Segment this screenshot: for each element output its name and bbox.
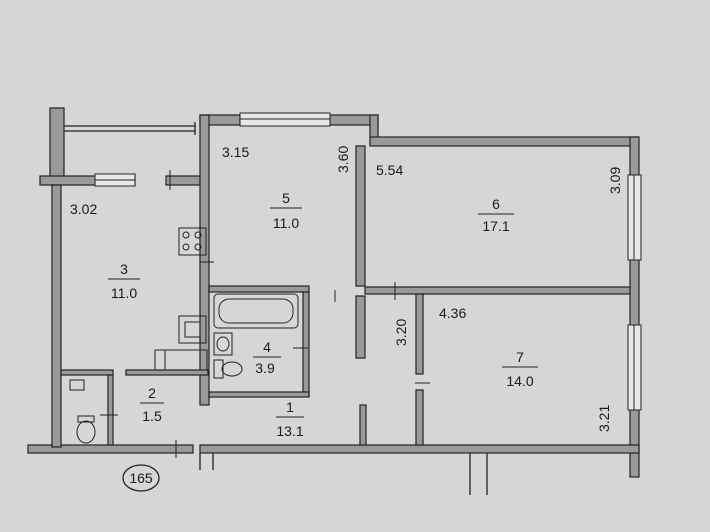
room-1-label: 1 13.1 [276, 399, 304, 439]
room-6-area: 17.1 [482, 218, 509, 234]
room-3-label: 3 11.0 [108, 261, 140, 301]
interior-walls [60, 145, 631, 446]
stove-icon [178, 227, 207, 256]
wc-toilet-icon [76, 420, 96, 444]
sink-icon [178, 315, 207, 344]
room-4-area: 3.9 [255, 360, 275, 376]
dim-room7-width: 4.36 [439, 305, 466, 321]
room-5-label: 5 11.0 [270, 190, 302, 231]
washbasin-icon [213, 332, 233, 356]
bathtub-icon [213, 293, 299, 329]
appliance-icon [154, 349, 208, 371]
room-1-area: 13.1 [276, 423, 303, 439]
dim-corridor-width: 3.20 [393, 319, 409, 346]
dim-room6-depth: 3.09 [607, 167, 623, 194]
room-5-area: 11.0 [273, 215, 299, 231]
dim-room7-depth: 3.21 [596, 405, 612, 432]
room-4-label: 4 3.9 [253, 339, 281, 376]
door-marks [100, 170, 430, 458]
room-3-number: 3 [120, 261, 128, 277]
dim-kitchen-width: 3.02 [70, 201, 97, 217]
dim-room6-width: 5.54 [376, 162, 403, 178]
toilet-icon [213, 359, 224, 379]
room-3-area: 11.0 [111, 285, 137, 301]
wc-tank-icon [69, 379, 85, 391]
plan-number: 165 [129, 470, 153, 486]
room-7-number: 7 [516, 349, 524, 365]
room-2-number: 2 [148, 385, 156, 401]
room-2-label: 2 1.5 [140, 385, 164, 424]
dim-room5-width: 3.15 [222, 144, 249, 160]
windows [94, 112, 642, 411]
room-4-number: 4 [263, 339, 271, 355]
room-5-number: 5 [282, 190, 290, 206]
dim-room5-depth: 3.60 [335, 146, 351, 173]
room-6-label: 6 17.1 [478, 196, 514, 234]
room-1-number: 1 [286, 399, 294, 415]
balcony [49, 107, 196, 181]
fixtures [69, 227, 299, 444]
plan-number-badge: 165 [122, 464, 160, 492]
room-6-number: 6 [492, 196, 500, 212]
room-7-label: 7 14.0 [502, 349, 538, 389]
room-2-area: 1.5 [142, 408, 162, 424]
room-7-area: 14.0 [506, 373, 533, 389]
exterior-walls [27, 114, 640, 495]
